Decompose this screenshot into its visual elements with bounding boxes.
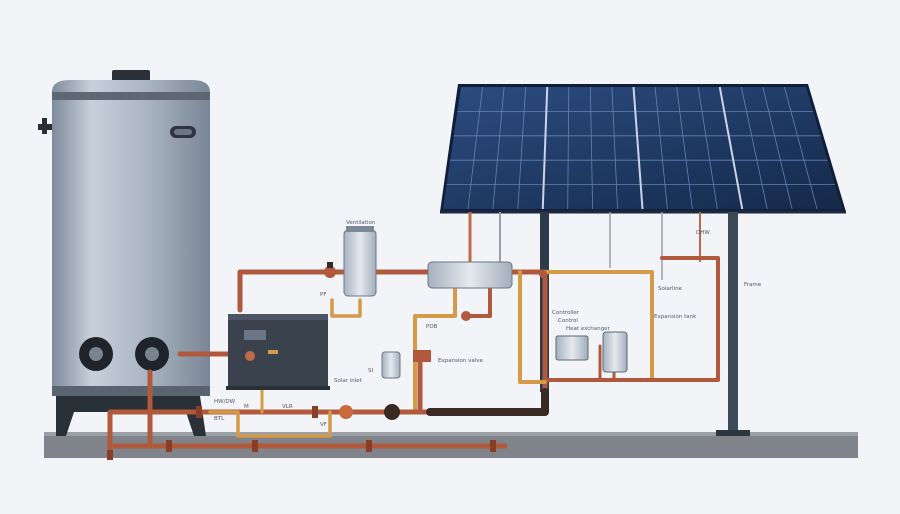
panel-cell-line (740, 86, 768, 210)
upper-box-label: Heat exchanger (566, 326, 610, 332)
panel-cell-line (517, 86, 527, 210)
tank-outlet-port-icon (135, 337, 169, 371)
panel-cell-line (492, 86, 505, 210)
tee-label: PDB (426, 324, 438, 330)
ground-label: Frame (744, 282, 762, 288)
panel-module-divider (718, 86, 744, 210)
heat-exchanger (427, 261, 513, 289)
pump-valve-icon (324, 262, 336, 278)
panel-cell-line (676, 86, 693, 210)
panel-cell-line (697, 86, 718, 210)
bottom-valve-b-icon (384, 404, 400, 420)
sensor-cylinder (381, 351, 401, 379)
heater-label: SI (368, 368, 373, 374)
module-b-label: Expansion tank (654, 314, 697, 320)
panel-cell-line (567, 86, 570, 210)
bottom-valve-a-label: VLR (282, 404, 293, 410)
bottom-valve-a-icon (339, 405, 353, 419)
module-a-label: Controller (552, 310, 580, 316)
return-valve-icon (539, 270, 547, 278)
panel-cell-line (784, 86, 818, 210)
tank-sensor-label: M (244, 404, 249, 410)
pump-valve-label: PF (320, 292, 326, 298)
mixing-valve-icon (413, 350, 431, 362)
expansion-vessel (343, 226, 377, 297)
controller-box (226, 314, 330, 390)
module-a-sub-label: Control (558, 318, 578, 324)
bottom-valve-b-label: VF (320, 422, 327, 428)
panel-cell-line (654, 86, 668, 210)
panel-supports (468, 212, 750, 436)
storage-tank (38, 70, 210, 436)
top-tag-b-label: DHW (696, 230, 710, 236)
panel-cell-line (611, 86, 618, 210)
panel-cell-line (762, 86, 793, 210)
expansion-tank (602, 331, 628, 373)
tank-outlet-label: BTL (214, 416, 225, 422)
controller-label: Solar inlet (334, 378, 363, 384)
solar-panel-array (440, 84, 846, 214)
panel-module-divider (541, 86, 549, 210)
panel-module-divider (632, 86, 644, 210)
heat-exchanger-valve-icon (461, 311, 471, 321)
pipe-network (107, 256, 720, 459)
mixer-label: Expansion valve (438, 358, 483, 364)
controller-module (555, 335, 589, 361)
tank-valve-label: HW/DW (214, 399, 236, 405)
filter-label: Ventilation (346, 220, 376, 226)
tank-inlet-port-icon (79, 337, 113, 371)
pipe-fittings (107, 406, 496, 460)
panel-dividers (541, 86, 744, 210)
top-tag-label: Solarline (658, 286, 683, 292)
panel-cell-line (589, 86, 594, 210)
tank-valve-icon (38, 118, 52, 134)
panel-cell-line (467, 86, 483, 210)
